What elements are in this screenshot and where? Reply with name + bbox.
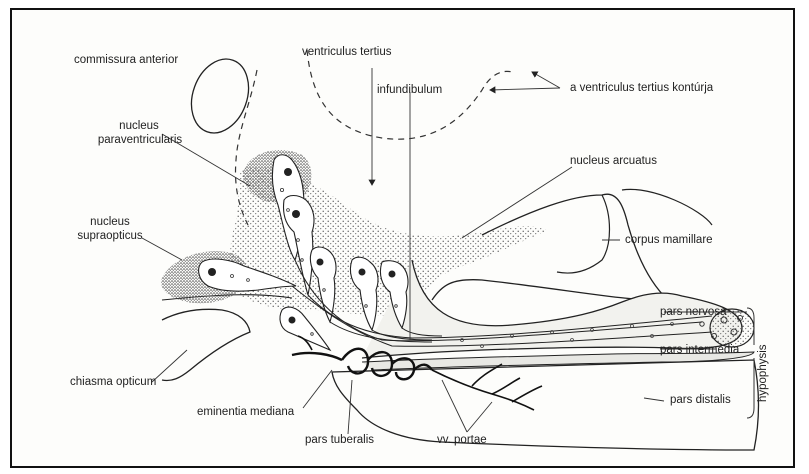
commissura-anterior-shape [182,51,259,141]
label-pars-tuberalis: pars tuberalis [305,434,374,447]
label-nucleus-paraventricularis-line2: paraventricularis [80,134,200,147]
label-nucleus-paraventricularis-line1: nucleus [94,120,184,133]
corpus-mamillare-shape [557,195,610,273]
label-commissura-anterior: commissura anterior [74,54,178,67]
diagram-frame: commissura anterior ventriculus tertius … [10,8,795,468]
label-nucleus-supraopticus-line1: nucleus [70,216,150,229]
label-infundibulum: infundibulum [377,84,442,97]
label-ventriculus-kontur: a ventriculus tertius kontúrja [570,82,713,95]
label-nucleus-arcuatus: nucleus arcuatus [570,155,657,168]
label-chiasma-opticum: chiasma opticum [70,376,156,389]
label-corpus-mamillare: corpus mamillare [625,234,713,247]
label-pars-distalis: pars distalis [670,394,731,407]
chiasma-opticum-shape [162,309,250,380]
label-ventriculus-tertius: ventriculus tertius [302,46,391,59]
label-pars-intermedia: pars intermedia [660,344,739,357]
label-hypophysis: hypophysis [757,344,770,402]
label-vv-portae: vv. portae [437,434,487,447]
label-nucleus-supraopticus-line2: supraopticus [64,230,156,243]
label-pars-nervosa: pars nervosa [660,306,726,319]
upper-brain-contour [622,189,712,225]
label-eminentia-mediana: eminentia mediana [197,406,294,419]
